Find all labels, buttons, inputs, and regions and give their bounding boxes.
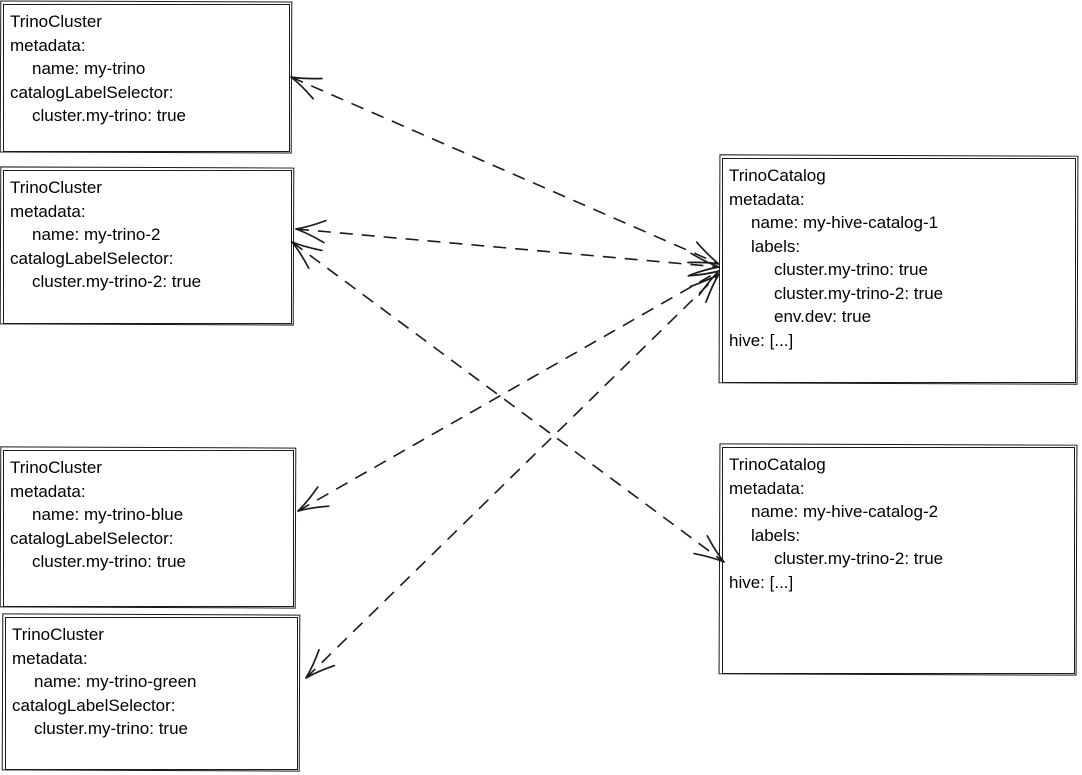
node-trino-cluster-my-trino: TrinoCluster metadata: name: my-trino cata…: [3, 4, 290, 152]
yaml-line: metadata:: [729, 478, 805, 498]
edge-trino-cluster-my-trino--trino-catalog-my-hive-catalog-1: [290, 76, 720, 265]
node-trino-catalog-my-hive-catalog-1: TrinoCatalog metadata: name: my-hive-cata…: [722, 158, 1076, 383]
node-trino-catalog-my-hive-catalog-2: TrinoCatalog metadata: name: my-hive-cata…: [722, 447, 1075, 674]
node-kind-label: TrinoCluster: [10, 12, 102, 31]
yaml-line: metadata:: [729, 189, 805, 209]
yaml-line: metadata:: [10, 35, 86, 55]
node-trino-cluster-my-trino-green: TrinoCluster metadata: name: my-trino-gre…: [5, 617, 298, 770]
yaml-line: cluster.my-trino: true: [32, 552, 186, 571]
yaml-line: catalogLabelSelector:: [10, 528, 174, 548]
yaml-line: name: my-trino-blue: [32, 505, 184, 524]
yaml-line: metadata:: [12, 648, 88, 668]
yaml-line: cluster.my-trino-2: true: [32, 272, 202, 291]
node-kind-label: TrinoCluster: [12, 625, 104, 644]
yaml-line: name: my-trino-green: [34, 672, 197, 691]
yaml-line: metadata:: [10, 201, 86, 221]
yaml-line: cluster.my-trino-2: true: [774, 283, 944, 303]
edge-trino-cluster-my-trino-2--trino-catalog-my-hive-catalog-1: [295, 219, 720, 277]
node-trino-cluster-my-trino-blue: TrinoCluster metadata: name: my-trino-blu…: [3, 450, 294, 607]
yaml-line: labels:: [751, 236, 801, 256]
yaml-line: catalogLabelSelector:: [10, 248, 174, 268]
yaml-line: name: my-hive-catalog-1: [751, 213, 939, 232]
yaml-line: name: my-hive-catalog-2: [751, 502, 939, 521]
yaml-line: hive: [...]: [729, 572, 794, 592]
node-kind-label: TrinoCatalog: [729, 455, 826, 474]
yaml-line: name: my-trino: [32, 59, 146, 78]
yaml-line: cluster.my-trino: true: [32, 106, 186, 125]
edge-trino-cluster-my-trino-blue--trino-catalog-my-hive-catalog-1: [297, 270, 720, 512]
yaml-line: catalogLabelSelector:: [10, 82, 174, 102]
yaml-line: cluster.my-trino-2: true: [774, 549, 944, 568]
node-kind-label: TrinoCluster: [10, 178, 102, 197]
node-kind-label: TrinoCluster: [10, 458, 102, 477]
edge-trino-cluster-my-trino-2--trino-catalog-my-hive-catalog-2: [291, 241, 725, 563]
node-kind-label: TrinoCatalog: [729, 166, 826, 185]
node-trino-cluster-my-trino-2: TrinoCluster metadata: name: my-trino-2 ca…: [3, 170, 292, 324]
yaml-line: metadata:: [10, 481, 86, 501]
yaml-line: catalogLabelSelector:: [12, 695, 176, 715]
yaml-line: labels:: [751, 525, 801, 545]
yaml-line: hive: [...]: [729, 330, 794, 350]
yaml-line: name: my-trino-2: [32, 225, 161, 244]
edge-trino-cluster-my-trino-green--trino-catalog-my-hive-catalog-1: [305, 273, 720, 679]
yaml-line: cluster.my-trino: true: [774, 260, 928, 279]
yaml-line: cluster.my-trino: true: [34, 719, 188, 738]
yaml-line: env.dev: true: [774, 307, 872, 326]
